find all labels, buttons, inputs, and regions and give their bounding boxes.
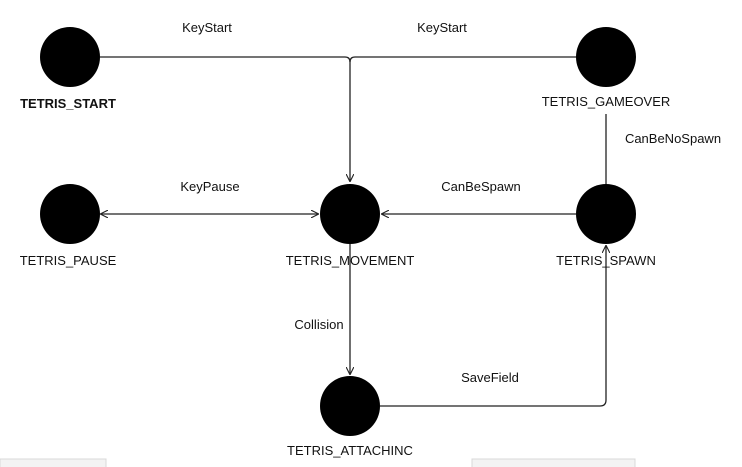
edge-label-gameover-keystart: KeyStart: [417, 20, 467, 35]
nodes: [40, 27, 636, 436]
edge-label-start-keystart: KeyStart: [182, 20, 232, 35]
node-label-spawn: TETRIS_SPAWN: [556, 253, 656, 268]
bottom-panel-fragment-left: [0, 458, 107, 467]
edge-attaching-to-spawn: [380, 246, 606, 407]
bottom-panel-fragment-right: [471, 458, 636, 467]
edge-label-savefield: SaveField: [461, 370, 519, 385]
node-label-start: TETRIS_START: [20, 96, 116, 111]
node-label-gameover: TETRIS_GAMEOVER: [542, 94, 671, 109]
edge-label-canbespawn: CanBeSpawn: [441, 179, 521, 194]
node-tetris-start[interactable]: [40, 27, 100, 87]
node-tetris-attaching[interactable]: [320, 376, 380, 436]
node-tetris-gameover[interactable]: [576, 27, 636, 87]
node-label-attaching: TETRIS_ATTACHINC: [287, 443, 413, 458]
node-tetris-movement[interactable]: [320, 184, 380, 244]
node-label-pause: TETRIS_PAUSE: [20, 253, 117, 268]
edge-labels: KeyStart KeyStart KeyPause CanBeSpawn Ca…: [180, 20, 721, 385]
edge-label-keypause: KeyPause: [180, 179, 239, 194]
node-labels: TETRIS_START TETRIS_GAMEOVER TETRIS_PAUS…: [20, 94, 671, 458]
node-tetris-spawn[interactable]: [576, 184, 636, 244]
node-label-movement: TETRIS_MOVEMENT: [286, 253, 415, 268]
edge-label-canbenospawn: CanBeNoSpawn: [625, 131, 721, 146]
bottom-fragments: [0, 458, 636, 467]
edge-label-collision: Collision: [294, 317, 343, 332]
node-tetris-pause[interactable]: [40, 184, 100, 244]
edges: [100, 56, 606, 407]
edge-start-to-movement: [100, 56, 350, 181]
edge-gameover-to-movement: [349, 56, 577, 63]
